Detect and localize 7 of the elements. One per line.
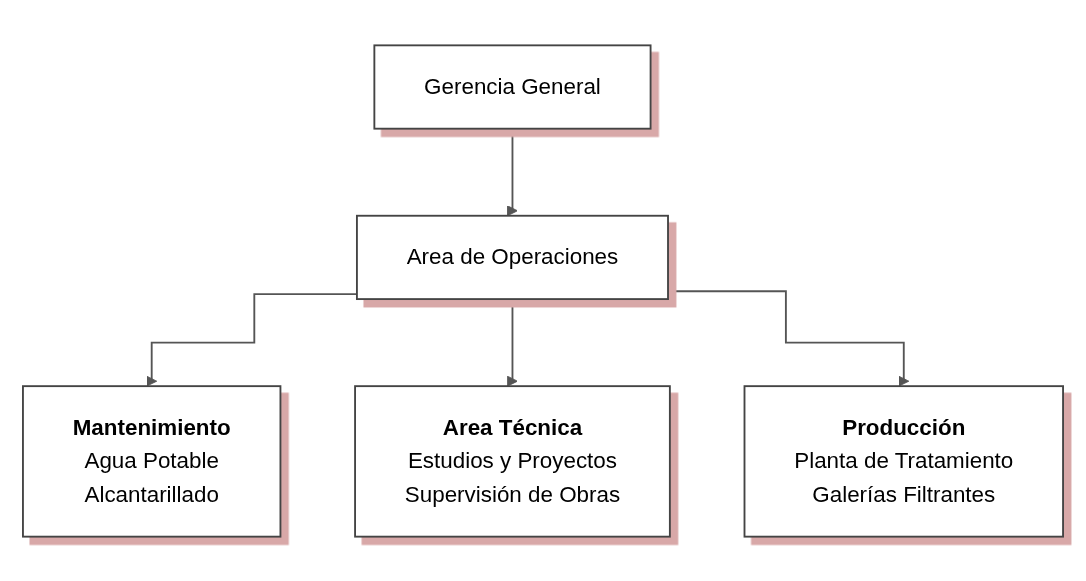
arrow [507,297,518,387]
node-box: Producción Planta de Tratamiento Galerías Filtrantes [743,384,1064,538]
node-box: Gerencia General [373,43,652,130]
node-box: Area de Operaciones [356,214,669,300]
arrow [507,127,518,216]
node-box: Area Técnica Estudios y Proyectos Supervisión de Obras [354,384,671,538]
node-box: Mantenimiento Agua Potable Alcantarillado [22,384,282,538]
